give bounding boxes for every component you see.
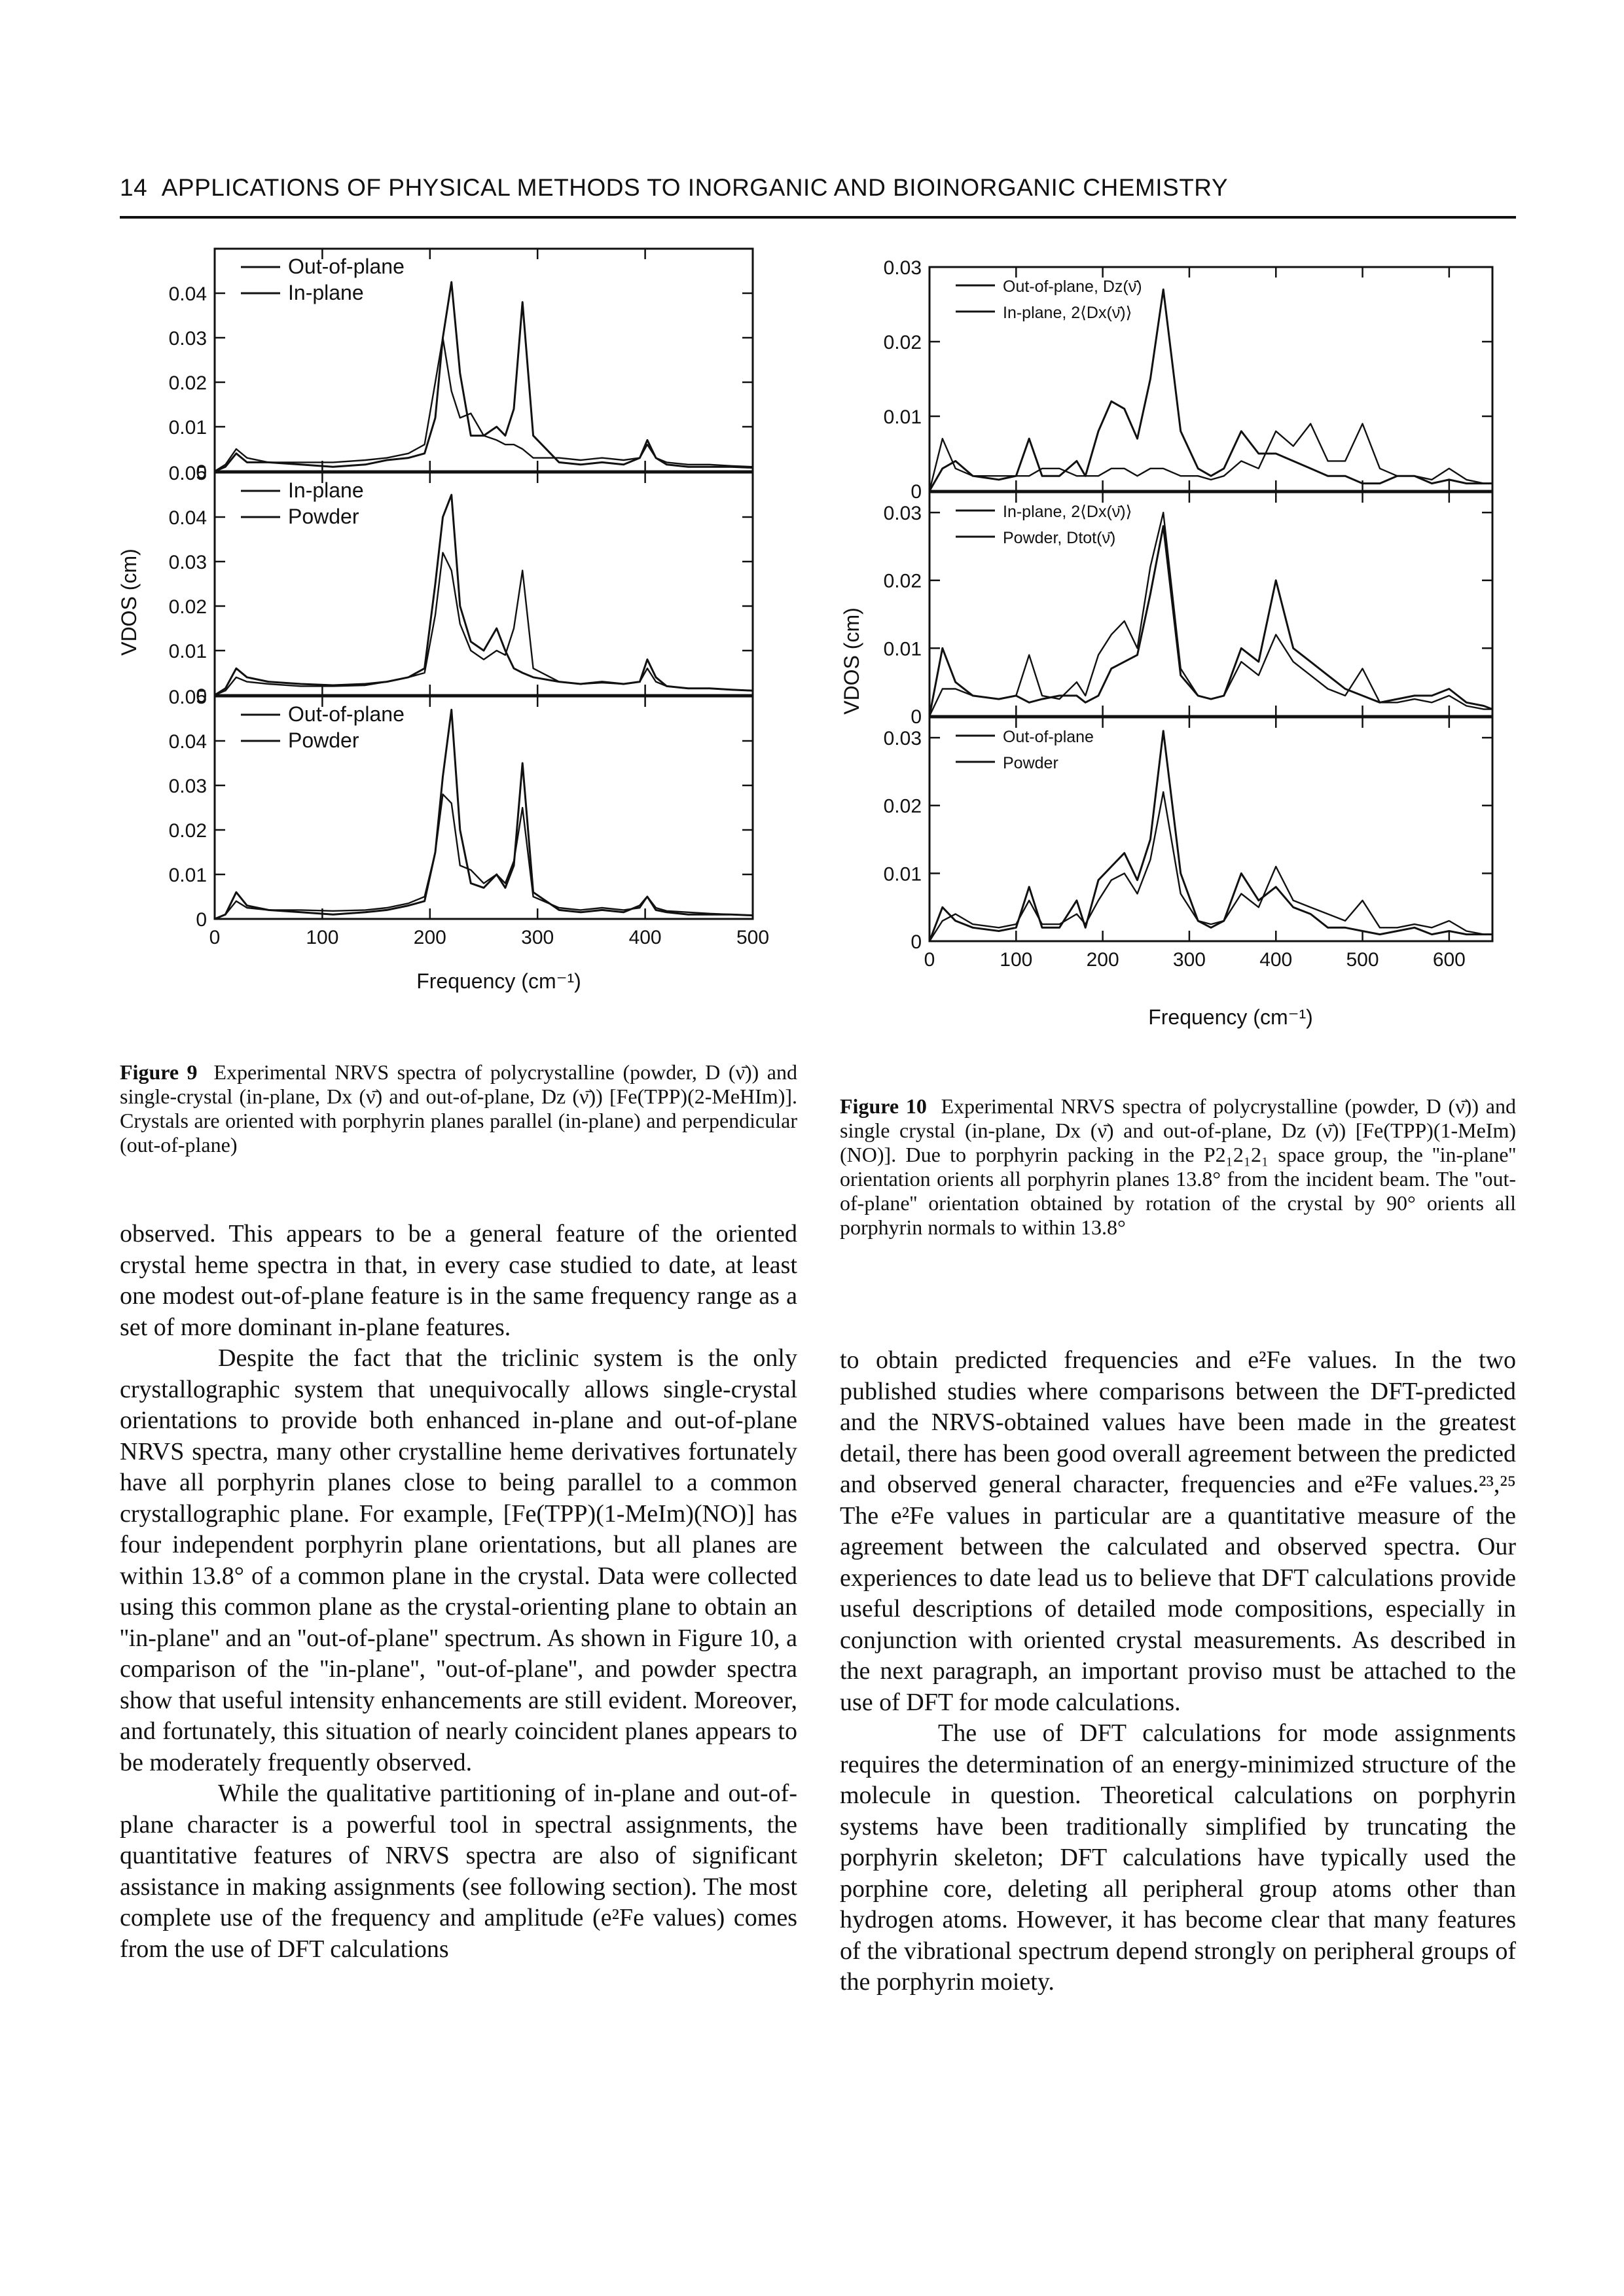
figure-9-caption-text: Experimental NRVS spectra of polycrystal… xyxy=(120,1060,798,1157)
body-left-paragraph-2: Despite the fact that the triclinic syst… xyxy=(120,1344,797,1776)
body-left-column: observed. This appears to be a general f… xyxy=(120,1219,797,1965)
figure-10-ylabel: VDOS (cm) xyxy=(840,607,863,715)
body-left-paragraph-1: observed. This appears to be a general f… xyxy=(120,1220,797,1341)
figure-9-panel-3-frame xyxy=(213,695,754,920)
figure-10-caption: Figure 10 Experimental NRVS spectra of p… xyxy=(840,1094,1516,1240)
figure-9-ylabel: VDOS (cm) xyxy=(117,548,141,656)
figure-9-panel-3-legend-label: Powder xyxy=(288,728,359,752)
figure-9-panel-3-ytick-label: 0.02 xyxy=(169,820,207,842)
figure-10-caption-text: Experimental NRVS spectra of polycrystal… xyxy=(840,1094,1517,1239)
figure-10-panel-1-legend-label: In-plane, 2⟨Dx(ν̄)⟩ xyxy=(1003,304,1132,322)
figure-10-panel-1-ytick-label: 0 xyxy=(911,481,922,503)
figure-10-xtick-label: 300 xyxy=(1173,949,1206,971)
figure-9-panel-2-series-1-line xyxy=(214,493,753,696)
figure-9-panel-3-ytick-label: 0 xyxy=(196,909,207,931)
figure-10-panel-2-ytick-label: 0.02 xyxy=(884,571,922,592)
figure-10-xtick-label: 500 xyxy=(1346,949,1379,971)
figure-10-panel-2-ytick-label: 0.01 xyxy=(884,638,922,660)
running-header: 14 APPLICATIONS OF PHYSICAL METHODS TO I… xyxy=(120,174,1228,202)
header-rule xyxy=(120,216,1516,219)
figure-10-panel-3-ytick-label: 0 xyxy=(911,931,922,953)
figure-9-xtick-label: 100 xyxy=(306,927,338,948)
figure-9-panel-3-ytick-label: 0.01 xyxy=(169,865,207,886)
figure-9-panel-3-ytick-label: 0.03 xyxy=(169,776,207,797)
figure-10-panel-1-ytick-label: 0.02 xyxy=(884,332,922,353)
figure-9-panel-2-legend-label: In-plane xyxy=(288,478,364,502)
figure-9-chart: VDOS (cm) Frequency (cm⁻¹) 0 0.01 0.02 0.03… xyxy=(117,247,769,993)
figure-9-panel-2-ytick-label: 0.04 xyxy=(169,507,207,529)
figure-9-panel-2-ytick-label: 0.05 xyxy=(169,463,207,484)
figure-9-panel-1-ytick-label: 0.02 xyxy=(169,372,207,394)
page-number: 14 xyxy=(120,174,148,201)
figure-9-panel-1-ytick-label: 0.01 xyxy=(169,417,207,439)
figure-9-panel-3-ytick-label: 0.05 xyxy=(169,687,207,708)
figure-10-panel-3-ytick-label: 0.02 xyxy=(884,796,922,817)
figure-9-panel-3-legend-label: Out-of-plane xyxy=(288,702,405,726)
figure-10-xtick-label: 600 xyxy=(1433,949,1466,971)
figure-10-panel-2-legend-label: Powder, Dtot(ν̄) xyxy=(1003,529,1115,547)
figure-10-panel-3-legend-label: Powder xyxy=(1003,754,1058,772)
figure-9-panel-2-series-2-line xyxy=(214,552,753,696)
body-right-column: to obtain predicted frequencies and e²Fe… xyxy=(840,1345,1516,1998)
running-title: APPLICATIONS OF PHYSICAL METHODS TO INOR… xyxy=(161,174,1229,201)
figure-9-xtick-label: 400 xyxy=(629,927,662,948)
figure-10-xtick-label: 100 xyxy=(1000,949,1032,971)
figure-9-panel-3-series-2-line xyxy=(214,793,753,920)
figure-10-panel-2-series-2-line xyxy=(928,511,1492,717)
figure-9-panel-1-legend-label: Out-of-plane xyxy=(288,255,405,278)
figure-10-panel-2-ytick-label: 0 xyxy=(911,706,922,728)
figure-10-panel-1-series-2-line xyxy=(928,423,1492,492)
figure-9-xlabel: Frequency (cm⁻¹) xyxy=(416,969,581,993)
figure-9-panel-3-ytick-label: 0.04 xyxy=(169,731,207,753)
figure-9-panel-1-series-1-line xyxy=(214,281,753,473)
figure-9-xtick-label: 200 xyxy=(414,927,446,948)
figure-9-panel-2-ytick-label: 0.01 xyxy=(169,641,207,662)
figure-9-panel-2-ytick-label: 0.03 xyxy=(169,552,207,573)
figure-9-caption: Figure 9 Experimental NRVS spectra of po… xyxy=(120,1060,797,1157)
figure-10-chart: VDOS (cm) Frequency (cm⁻¹) 0 0.01 0.02 0.03… xyxy=(840,257,1494,1029)
figure-9-panel-1-series-2-line xyxy=(214,336,753,473)
figure-10-xtick-label: 400 xyxy=(1259,949,1292,971)
figure-9-xtick-label: 300 xyxy=(521,927,554,948)
figure-10-xtick-label: 0 xyxy=(924,949,935,971)
figure-9-panel-2-frame xyxy=(213,471,754,696)
figure-10-panel-3-frame xyxy=(928,716,1494,942)
figure-10-panel-3-legend-label: Out-of-plane xyxy=(1003,728,1094,746)
figure-9-panel-2-legend-label: Powder xyxy=(288,505,359,528)
figure-10-panel-1-ytick-label: 0.01 xyxy=(884,406,922,428)
body-right-paragraph-2: The use of DFT calculations for mode ass… xyxy=(840,1719,1516,1996)
figure-10-panel-2-legend-label: In-plane, 2⟨Dx(ν̄)⟩ xyxy=(1003,503,1132,521)
figure-9-panel-1-ytick-label: 0.04 xyxy=(169,283,207,305)
figure-10-panel-3-ytick-label: 0.03 xyxy=(884,728,922,749)
figure-10-panel-2-series-1-line xyxy=(928,525,1493,717)
figure-10-caption-label: Figure 10 xyxy=(840,1094,927,1118)
figure-10-panel-1-ytick-label: 0.03 xyxy=(884,257,922,279)
figure-9-panel-2-ytick-label: 0.02 xyxy=(169,596,207,618)
figure-10-panel-1-legend-label: Out-of-plane, Dz(ν̄) xyxy=(1003,278,1142,296)
figure-10-panel-2-frame xyxy=(928,491,1494,717)
figure-9-panel-1-legend-label: In-plane xyxy=(288,281,364,304)
figure-10-xlabel: Frequency (cm⁻¹) xyxy=(1148,1005,1313,1029)
figure-9-panel-1-ytick-label: 0.03 xyxy=(169,328,207,350)
figure-9-panel-1-ytick-label: 0 xyxy=(196,461,207,483)
figure-9-caption-label: Figure 9 xyxy=(120,1060,198,1084)
figure-9-xtick-label: 500 xyxy=(736,927,769,948)
body-left-paragraph-3: While the qualitative partitioning of in… xyxy=(120,1780,797,1963)
figure-9-xtick-label: 0 xyxy=(209,927,221,948)
figure-10-panel-3-ytick-label: 0.01 xyxy=(884,863,922,885)
figure-10-panel-2-ytick-label: 0.03 xyxy=(884,503,922,524)
figure-10-panel-3-series-2-line xyxy=(928,791,1492,942)
figure-10-panel-1-frame xyxy=(928,266,1494,492)
figure-9-panel-1-frame xyxy=(213,247,754,473)
figure-10-xtick-label: 200 xyxy=(1087,949,1119,971)
figure-9-panel-2-ytick-label: 0 xyxy=(196,685,207,707)
body-right-paragraph-1: to obtain predicted frequencies and e²Fe… xyxy=(840,1346,1516,1716)
